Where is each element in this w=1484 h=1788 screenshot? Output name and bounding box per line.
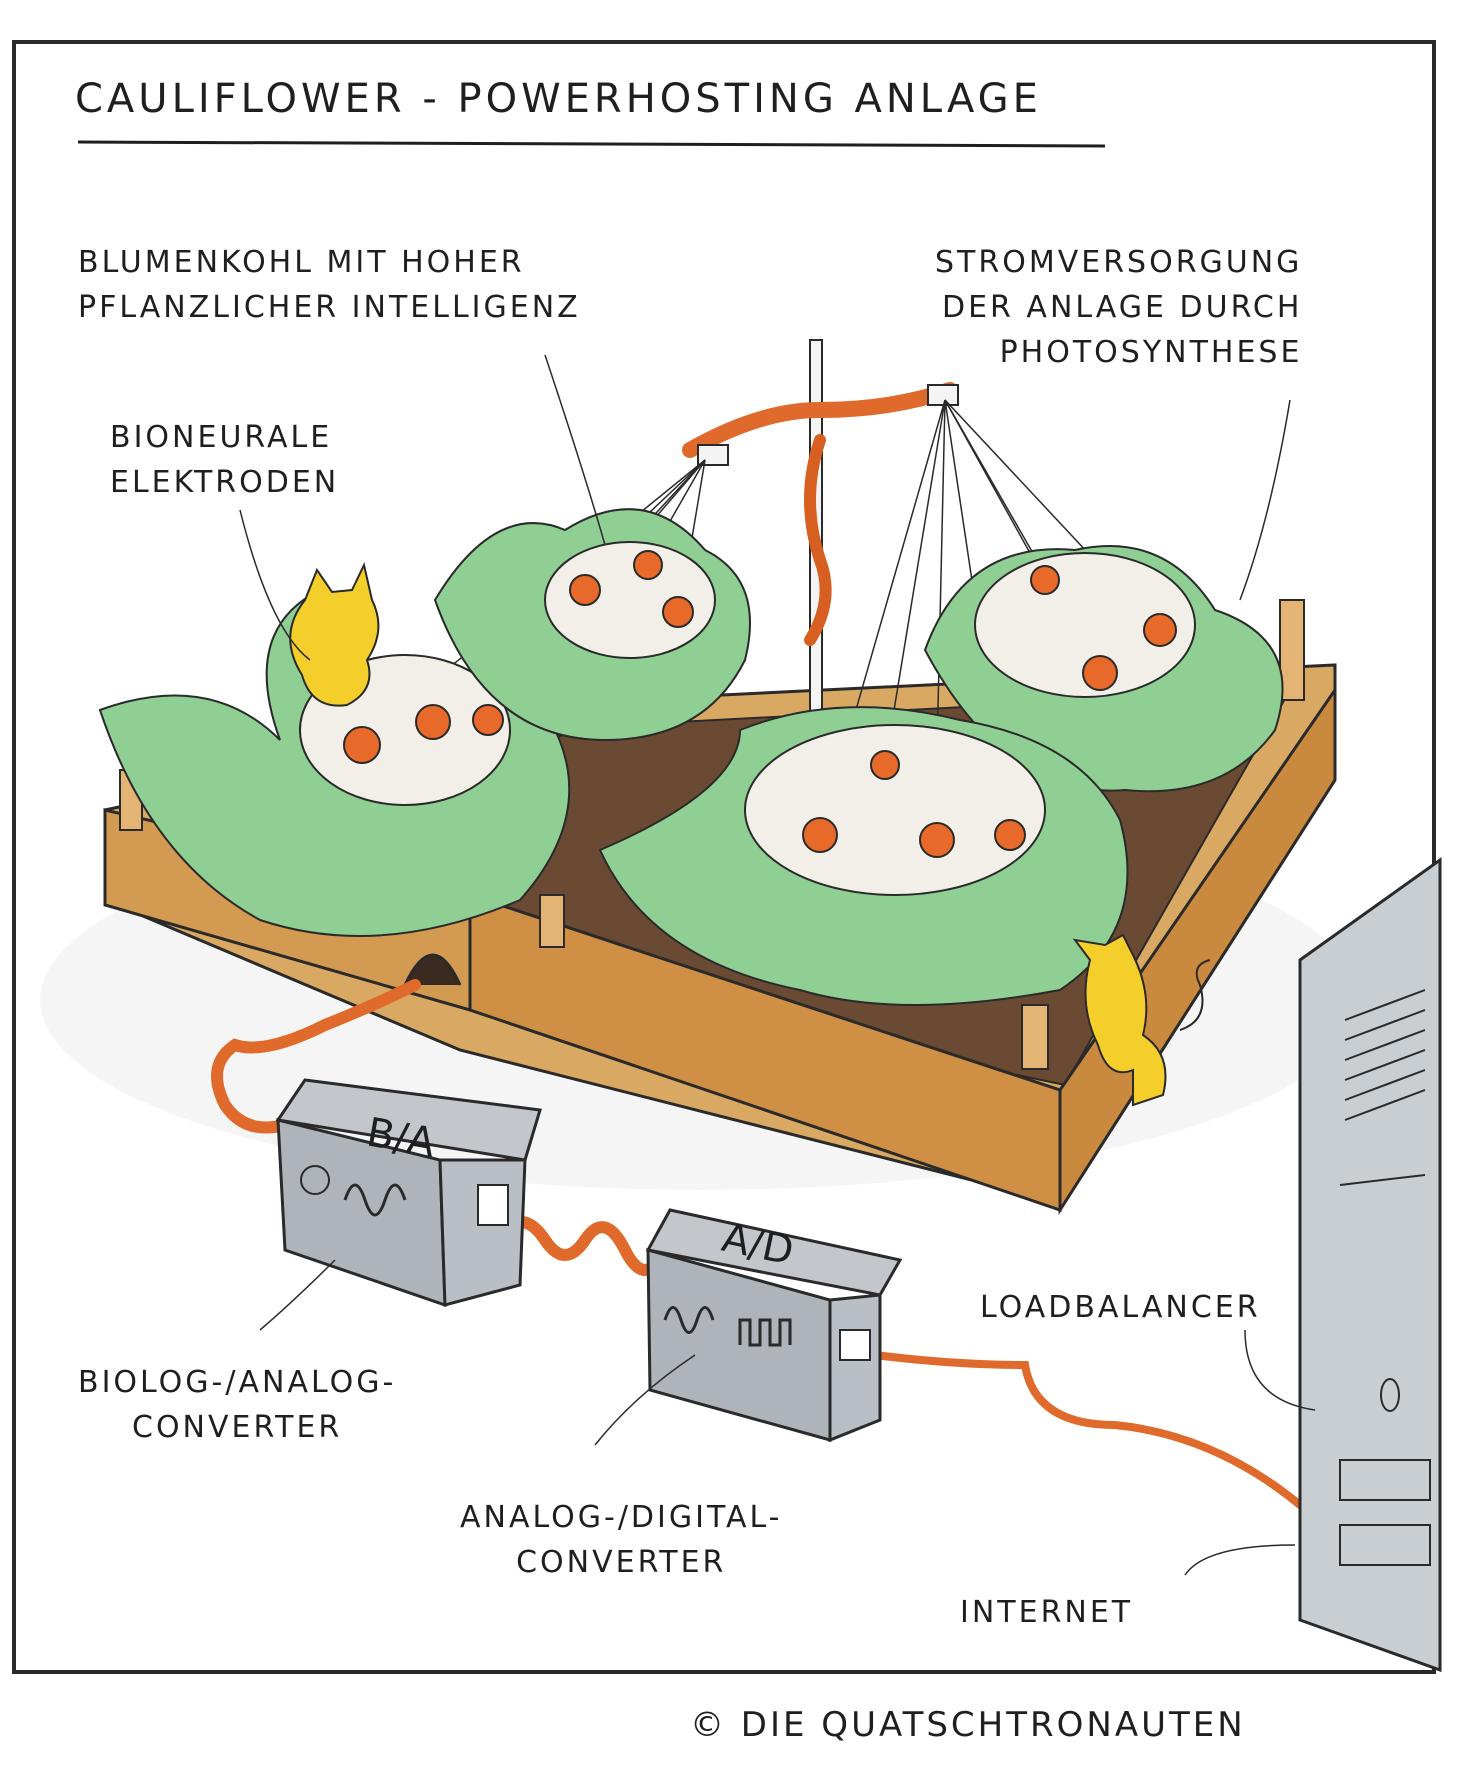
- root-cable: [211, 979, 421, 1134]
- label-ad-converter: ANALOG-/DIGITAL- CONVERTER: [460, 1500, 783, 1580]
- sine-wave-icon: [343, 1183, 407, 1217]
- ba-converter-box: B/A: [275, 1078, 542, 1308]
- label-power: STROMVERSORGUNG DER ANLAGE DURCH PHOTOSY…: [935, 245, 1303, 370]
- leader-lines: [239, 354, 1316, 1576]
- title-underline: [77, 140, 1106, 148]
- analog-wave-icon: [663, 1306, 715, 1334]
- label-bio-converter: BIOLOG-/ANALOG- CONVERTER: [78, 1365, 397, 1445]
- label-loadbalancer: LOADBALANCER: [980, 1290, 1261, 1325]
- title: CAULIFLOWER - POWERHOSTING ANLAGE: [75, 76, 1042, 122]
- flower-icon: [300, 1165, 330, 1195]
- frame-border: [12, 40, 1436, 1674]
- yellow-creature: [1072, 933, 1211, 1107]
- cauliflower-plant: [598, 706, 1129, 1006]
- cauliflower-plant: [433, 508, 751, 742]
- cauliflower-plant: [923, 545, 1284, 793]
- label-electrodes: BIONEURALE ELEKTRODEN: [110, 420, 340, 500]
- digital-cable: [871, 1351, 1304, 1509]
- ad-converter-box: A/D: [645, 1208, 903, 1443]
- loadbalancer-server: [1298, 857, 1442, 1673]
- analog-cable: [499, 1216, 671, 1276]
- label-cauliflower: BLUMENKOHL MIT HOHER PFLANZLICHER INTELL…: [78, 245, 581, 325]
- label-internet: INTERNET: [960, 1595, 1134, 1630]
- yellow-creature: [289, 561, 380, 707]
- copyright: © DIE QUATSCHTRONAUTEN: [690, 1705, 1246, 1745]
- digital-wave-icon: [738, 1318, 792, 1347]
